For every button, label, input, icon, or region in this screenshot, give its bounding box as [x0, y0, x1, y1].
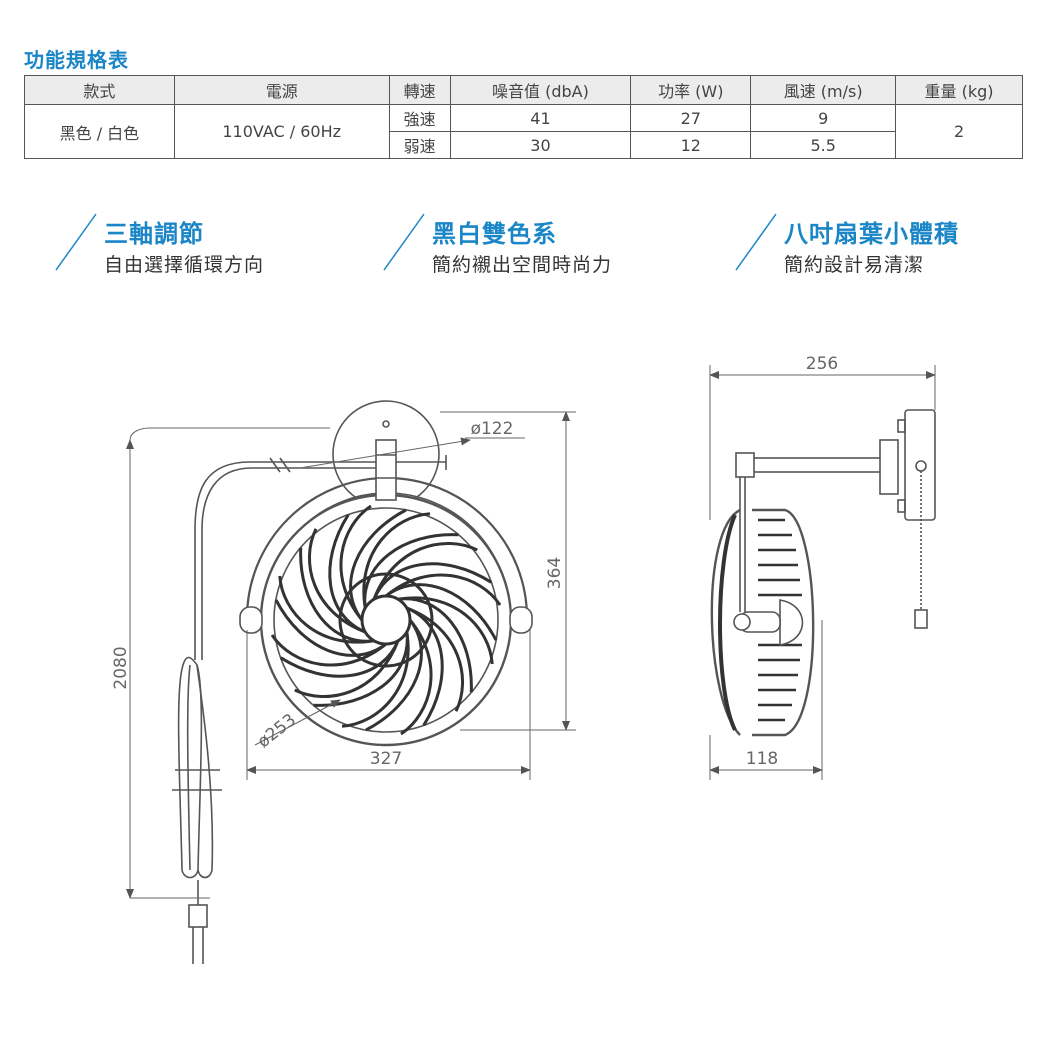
cell-speed: 強速 [388, 104, 451, 132]
dim-cord-length: 2080 [111, 646, 131, 689]
slash-icon [735, 213, 777, 271]
front-view-dimensions [126, 411, 576, 899]
cell-model: 黑色 / 白色 [24, 104, 175, 159]
header-watt: 功率 (W) [630, 75, 752, 105]
cell-speed: 弱速 [388, 131, 451, 159]
cell-watt: 27 [630, 104, 752, 132]
spec-header-row: 款式 電源 轉速 噪音值 (dbA) 功率 (W) 風速 (m/s) 重量 (k… [24, 75, 1023, 105]
feature-subtitle: 簡約設計易清潔 [784, 254, 925, 276]
side-grill [758, 518, 802, 722]
dim-fan-height: 364 [545, 557, 565, 589]
fan-grill [263, 497, 509, 743]
spec-table: 款式 電源 轉速 噪音值 (dbA) 功率 (W) 風速 (m/s) 重量 (k… [24, 75, 1023, 159]
header-model: 款式 [24, 75, 175, 105]
header-speed: 轉速 [388, 75, 451, 105]
slash-icon [55, 213, 97, 271]
header-weight: 重量 (kg) [895, 75, 1023, 105]
cell-noise: 30 [449, 131, 632, 159]
cell-wind: 9 [750, 104, 897, 132]
header-power: 電源 [173, 75, 390, 105]
cell-watt: 12 [630, 131, 752, 159]
dim-blade-diameter: ø253 [254, 710, 300, 752]
cell-power: 110VAC / 60Hz [173, 104, 390, 159]
header-noise: 噪音值 (dbA) [449, 75, 632, 105]
feature-title: 黑白雙色系 [432, 220, 557, 248]
cell-wind: 5.5 [750, 131, 897, 159]
feature-title: 三軸調節 [104, 220, 204, 248]
dim-hub-diameter: ø122 [471, 419, 514, 439]
front-view-drawing [172, 400, 533, 964]
table-row: 黑色 / 白色 110VAC / 60Hz 強速 41 27 9 2 [24, 104, 1023, 159]
feature-subtitle: 自由選擇循環方向 [104, 254, 265, 276]
dim-side-length: 256 [806, 354, 838, 374]
slash-icon [383, 213, 425, 271]
dim-side-depth: 118 [746, 749, 778, 769]
dim-fan-width: 327 [370, 749, 402, 769]
feature-title: 八吋扇葉小體積 [784, 220, 959, 248]
header-wind: 風速 (m/s) [750, 75, 897, 105]
side-view-drawing [710, 409, 936, 737]
feature-subtitle: 簡約襯出空間時尚力 [432, 254, 613, 276]
cell-weight: 2 [895, 104, 1023, 159]
spec-table-title: 功能規格表 [24, 48, 129, 72]
side-view-dimensions [709, 365, 936, 780]
table-row: 弱速 30 12 5.5 [25, 131, 1023, 159]
cell-noise: 41 [449, 104, 632, 132]
